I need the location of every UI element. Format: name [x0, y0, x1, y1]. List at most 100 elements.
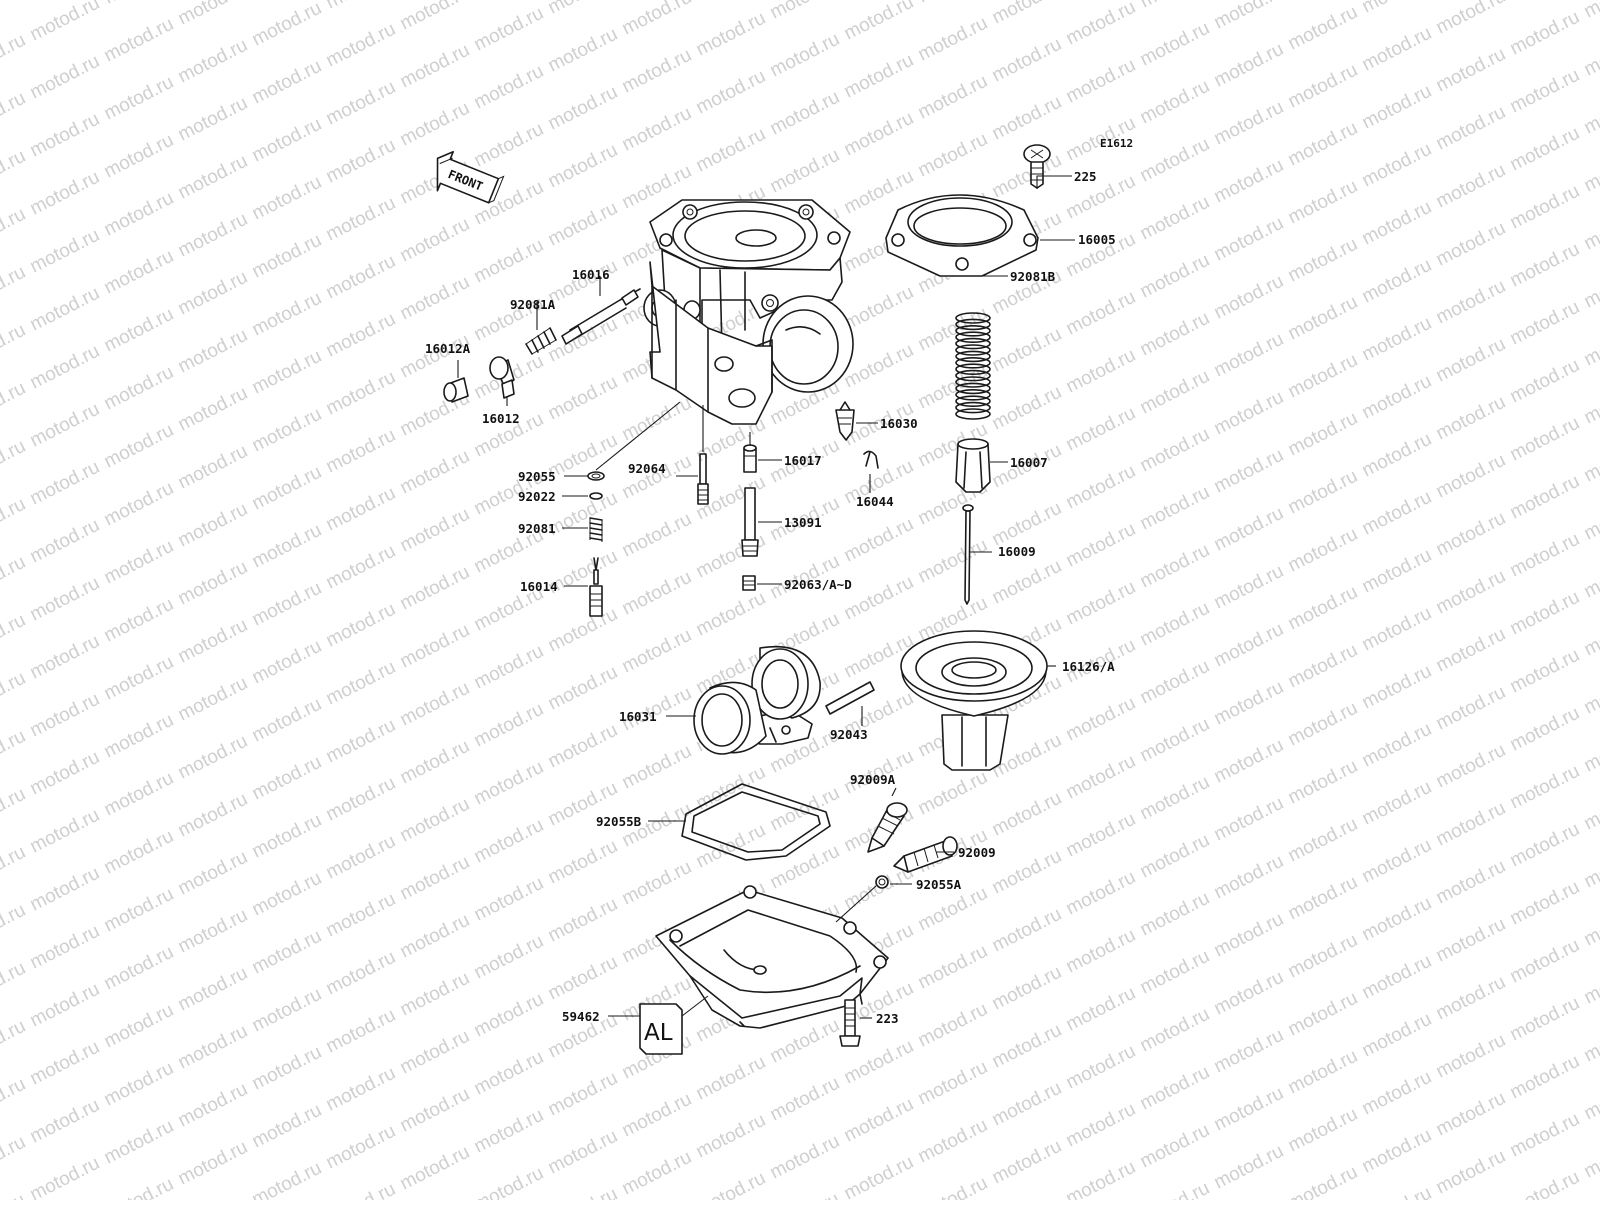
watermark-text: motod.ru [1507, 413, 1583, 466]
part-label: 13091 [784, 515, 822, 530]
vacuum-piston-diaphragm [900, 630, 1048, 771]
watermark-text: motod.ru [545, 140, 621, 193]
watermark-text: motod.ru [175, 615, 251, 668]
watermark-text: motod.ru [1211, 967, 1287, 1020]
watermark-text: motod.ru [1285, 2, 1361, 55]
watermark-text: motod.ru [0, 88, 29, 141]
watermark-text: motod.ru [1359, 23, 1435, 76]
watermark-text: motod.ru [175, 963, 251, 1016]
watermark-text: motod.ru [1433, 44, 1509, 97]
watermark-text: motod.ru [1211, 735, 1287, 788]
watermark-text: motod.ru [249, 346, 325, 399]
watermark-text: motod.ru [619, 1147, 695, 1200]
spring-coil [955, 395, 991, 408]
spring-coil [955, 331, 991, 344]
watermark-text: motod.ru [323, 0, 399, 13]
watermark-text: motod.ru [323, 425, 399, 478]
watermark-text: motod.ru [1581, 1188, 1600, 1200]
watermark-text: motod.ru [841, 862, 917, 915]
watermark-text: motod.ru [175, 209, 251, 262]
watermark-text: motod.ru [767, 841, 843, 894]
watermark-text: motod.ru [1359, 429, 1435, 482]
watermark-text: motod.ru [27, 167, 103, 220]
watermark-text: motod.ru [989, 498, 1065, 551]
watermark-text: motod.ru [1063, 1041, 1139, 1094]
watermark-text: motod.ru [397, 562, 473, 615]
watermark-text: motod.ru [1433, 624, 1509, 677]
watermark-text: motod.ru [323, 251, 399, 304]
part-label: 92043 [830, 727, 868, 742]
watermark-text: motod.ru [1285, 234, 1361, 287]
watermark-text: motod.ru [1137, 1178, 1213, 1200]
watermark-text: motod.ru [915, 0, 991, 7]
watermark-text: motod.ru [101, 420, 177, 473]
part-label: 223 [876, 1011, 899, 1026]
watermark-text: motod.ru [1285, 118, 1361, 171]
watermark-text: motod.ru [1137, 830, 1213, 883]
watermark-text: motod.ru [397, 968, 473, 1021]
watermark-text: motod.ru [1359, 777, 1435, 830]
watermark-text: motod.ru [1285, 408, 1361, 461]
watermark-text: motod.ru [1285, 176, 1361, 229]
watermark-text: motod.ru [249, 1042, 325, 1095]
watermark-text: motod.ru [175, 267, 251, 320]
cap-screw [1023, 144, 1051, 189]
washer-92022 [589, 492, 603, 500]
watermark-text: motod.ru [1137, 598, 1213, 651]
watermark-text: motod.ru [397, 1026, 473, 1079]
watermark-text: motod.ru [1285, 1162, 1361, 1200]
watermark-text: motod.ru [1137, 772, 1213, 825]
watermark-text: motod.ru [397, 852, 473, 905]
watermark-text: motod.ru [175, 0, 251, 29]
watermark-text: motod.ru [1359, 1009, 1435, 1062]
watermark-text: motod.ru [471, 699, 547, 752]
watermark-text: motod.ru [471, 119, 547, 172]
watermark-text: motod.ru [27, 225, 103, 278]
watermark-text: motod.ru [1211, 39, 1287, 92]
watermark-text: motod.ru [27, 921, 103, 974]
part-label: 16012A [425, 341, 471, 356]
o-ring-92055a [875, 875, 889, 889]
watermark-text: motod.ru [1211, 445, 1287, 498]
watermark-text: motod.ru [249, 810, 325, 863]
screw-92009a [867, 802, 908, 853]
main-jet-92063 [742, 575, 756, 591]
watermark-text: motod.ru [1285, 698, 1361, 751]
part-label: 16005 [1078, 232, 1116, 247]
watermark-text: motod.ru [1285, 582, 1361, 635]
watermark-text: motod.ru [1359, 951, 1435, 1004]
watermark-text: motod.ru [0, 1074, 29, 1127]
watermark-text: motod.ru [0, 320, 29, 373]
watermark-text: motod.ru [175, 905, 251, 958]
part-label: 92081 [518, 521, 556, 536]
watermark-text: motod.ru [989, 1078, 1065, 1131]
watermark-text: motod.ru [27, 283, 103, 336]
spring-coil [955, 356, 991, 369]
watermark-text: motod.ru [249, 172, 325, 225]
spring-coil [955, 337, 991, 350]
watermark-text: motod.ru [619, 1089, 695, 1142]
float-bowl-gasket [681, 783, 831, 861]
watermark-text: motod.ru [1285, 930, 1361, 983]
watermark-text: motod.ru [323, 773, 399, 826]
watermark-text: motod.ru [249, 288, 325, 341]
watermark-text: motod.ru [249, 694, 325, 747]
part-label: 16012 [482, 411, 520, 426]
watermark-text: motod.ru [249, 56, 325, 109]
watermark-text: motod.ru [27, 631, 103, 684]
watermark-text: motod.ru [1211, 97, 1287, 150]
watermark-text: motod.ru [915, 13, 991, 66]
watermark-text: motod.ru [27, 1153, 103, 1200]
watermark-text: motod.ru [1359, 197, 1435, 250]
watermark-text: motod.ru [323, 831, 399, 884]
watermark-text: motod.ru [175, 1021, 251, 1074]
watermark-text: motod.ru [27, 805, 103, 858]
watermark-text: motod.ru [249, 984, 325, 1037]
watermark-text: motod.ru [1211, 271, 1287, 324]
spring-coil [955, 401, 991, 414]
watermark-text: motod.ru [27, 689, 103, 742]
watermark-text: motod.ru [1211, 1025, 1287, 1078]
watermark-text: motod.ru [1063, 1099, 1139, 1152]
watermark-text: motod.ru [27, 341, 103, 394]
watermark-text: motod.ru [1507, 65, 1583, 118]
